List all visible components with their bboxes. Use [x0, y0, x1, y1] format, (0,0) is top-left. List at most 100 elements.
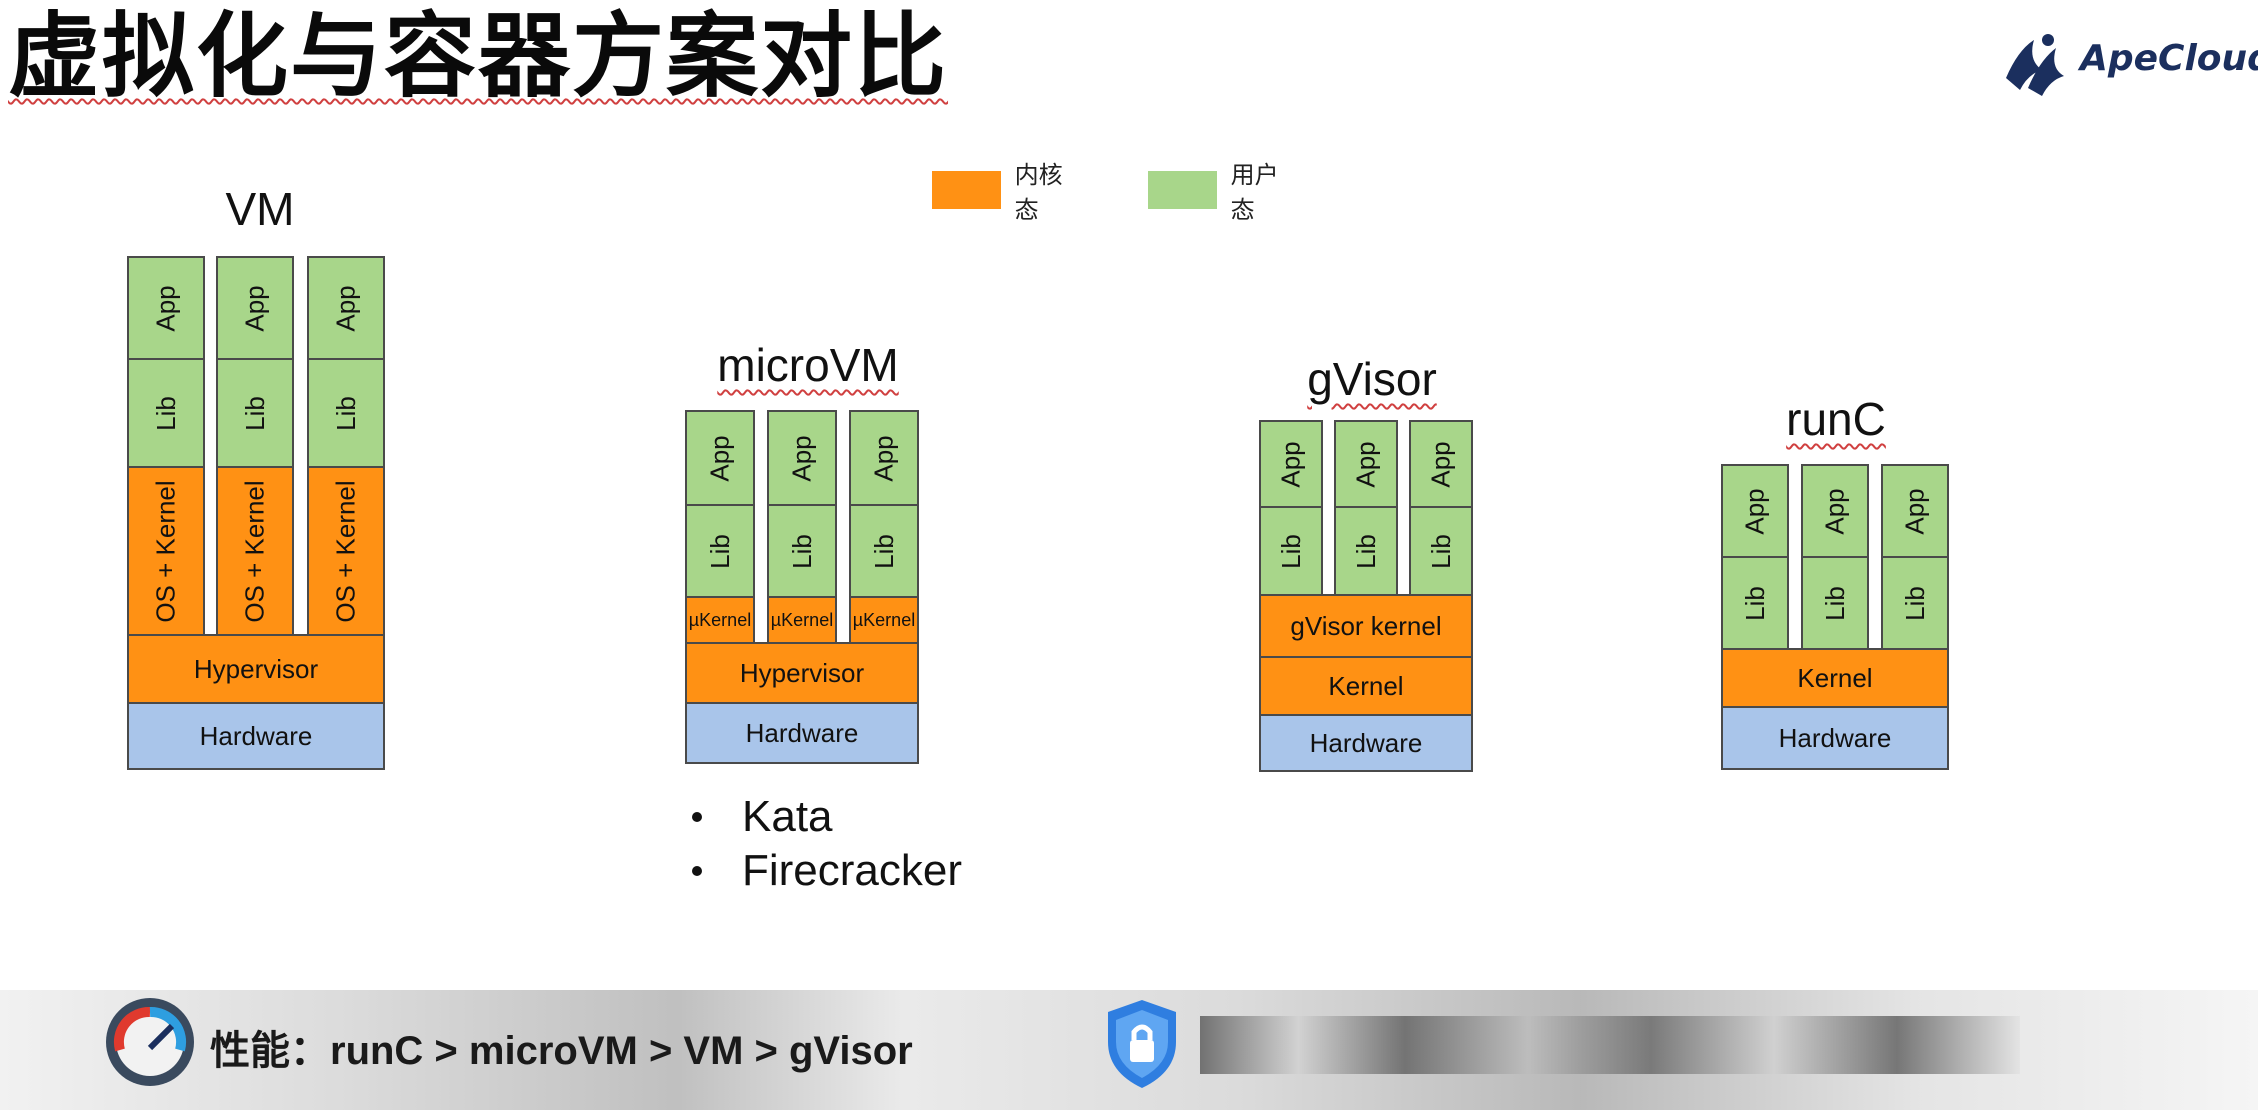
microvm-lib-1-label: Lib [704, 533, 735, 569]
bullet-icon [692, 866, 702, 876]
vm-lib-2-label: Lib [239, 395, 270, 431]
gvisor-app-3: App [1409, 420, 1473, 508]
vm-app-3-label: App [330, 284, 361, 332]
runc-hardware: Hardware [1721, 706, 1949, 770]
microvm-app-2: App [767, 410, 837, 506]
microvm-ukernel-2: µKernel [767, 596, 837, 644]
gvisor-title: gVisor [1307, 353, 1437, 405]
microvm-ukernel-3: µKernel [849, 596, 919, 644]
legend-item-user-mode: 用户态 [1148, 161, 1282, 224]
microvm-example-kata: Kata [742, 792, 833, 841]
runc-title: runC [1786, 393, 1886, 445]
gvisor-app-1-label: App [1275, 440, 1306, 488]
apecloud-logo-icon [2006, 34, 2064, 96]
vm-app-1-label: App [150, 284, 181, 332]
runc-kernel: Kernel [1721, 648, 1949, 708]
vm-app-2: App [216, 256, 294, 360]
gvisor-lib-3: Lib [1409, 506, 1473, 596]
vm-guest-kernel-1: OS + Kernel [127, 466, 205, 636]
legend-label-user-mode: 用户态 [1230, 161, 1279, 224]
vm-hypervisor-label: Hypervisor [193, 653, 319, 684]
microvm-app-3: App [849, 410, 919, 506]
vm-hypervisor: Hypervisor [127, 634, 385, 704]
legend-swatch-user-mode [1148, 171, 1217, 209]
microvm-ukernel-1-label: µKernel [688, 609, 752, 630]
microvm-lib-2: Lib [767, 504, 837, 598]
runc-kernel-label: Kernel [1797, 662, 1873, 693]
microvm-hypervisor: Hypervisor [685, 642, 919, 704]
runc-lib-3-label: Lib [1899, 585, 1930, 621]
speedometer-gear-icon [106, 998, 194, 1086]
performance-comparison: 性能：runC > microVM > VM > gVisor [210, 1029, 913, 1073]
gvisor-lib-1-label: Lib [1275, 533, 1306, 569]
runc-lib-1: Lib [1721, 556, 1789, 650]
gvisor-sentry-kernel: gVisor kernel [1259, 594, 1473, 658]
microvm-ukernel-2-label: µKernel [770, 609, 834, 630]
runc-app-1: App [1721, 464, 1789, 558]
vm-guest-kernel-2: OS + Kernel [216, 466, 294, 636]
legend-swatch-kernel-mode [932, 171, 1001, 209]
vm-lib-2: Lib [216, 358, 294, 468]
bullet-icon [692, 812, 702, 822]
vm-lib-1: Lib [127, 358, 205, 468]
vm-lib-1-label: Lib [150, 395, 181, 431]
runc-app-2-label: App [1819, 487, 1850, 535]
gvisor-host-kernel-label: Kernel [1328, 670, 1404, 701]
microvm-example-firecracker: Firecracker [742, 846, 963, 895]
microvm-examples-list: Kata Firecracker [692, 790, 962, 898]
gvisor-app-2: App [1334, 420, 1398, 508]
runc-lib-2-label: Lib [1819, 585, 1850, 621]
vm-guest-kernel-2-label: OS + Kernel [239, 479, 270, 623]
runc-hardware-label: Hardware [1778, 722, 1892, 753]
gvisor-lib-1: Lib [1259, 506, 1323, 596]
runc-lib-1-label: Lib [1739, 585, 1770, 621]
microvm-app-3-label: App [868, 434, 899, 482]
shield-lock-icon [1108, 1000, 1176, 1088]
apecloud-logo-text: ApeCloud [2080, 38, 2258, 79]
list-item: Firecracker [692, 844, 962, 898]
vm-guest-kernel-3: OS + Kernel [307, 466, 385, 636]
microvm-title: microVM [717, 339, 899, 391]
microvm-hypervisor-label: Hypervisor [739, 657, 865, 688]
vm-lib-3: Lib [307, 358, 385, 468]
microvm-lib-3: Lib [849, 504, 919, 598]
microvm-hardware: Hardware [685, 702, 919, 764]
gvisor-app-2-label: App [1350, 440, 1381, 488]
microvm-app-1-label: App [704, 434, 735, 482]
vm-hardware-label: Hardware [199, 720, 313, 751]
microvm-lib-2-label: Lib [786, 533, 817, 569]
microvm-hardware-label: Hardware [745, 717, 859, 748]
vm-guest-kernel-3-label: OS + Kernel [330, 479, 361, 623]
gvisor-lib-3-label: Lib [1425, 533, 1456, 569]
runc-app-1-label: App [1739, 487, 1770, 535]
microvm-ukernel-3-label: µKernel [852, 609, 916, 630]
runc-lib-2: Lib [1801, 556, 1869, 650]
runc-app-2: App [1801, 464, 1869, 558]
runc-app-3: App [1881, 464, 1949, 558]
vm-title: VM [225, 183, 295, 235]
runc-app-3-label: App [1899, 487, 1930, 535]
vm-hardware: Hardware [127, 702, 385, 770]
gvisor-lib-2: Lib [1334, 506, 1398, 596]
apecloud-logo: ApeCloud [1998, 26, 2258, 106]
page-title: 虚拟化与容器方案对比 [8, 3, 949, 110]
gvisor-host-kernel: Kernel [1259, 656, 1473, 716]
legend-label-kernel-mode: 内核态 [1014, 161, 1063, 224]
security-comparison-blurred [1200, 1016, 2020, 1074]
gvisor-hardware-label: Hardware [1309, 727, 1423, 758]
gvisor-app-1: App [1259, 420, 1323, 508]
gvisor-sentry-kernel-label: gVisor kernel [1290, 610, 1442, 641]
runc-lib-3: Lib [1881, 556, 1949, 650]
microvm-app-1: App [685, 410, 755, 506]
vm-app-3: App [307, 256, 385, 360]
gvisor-lib-2-label: Lib [1350, 533, 1381, 569]
microvm-lib-3-label: Lib [868, 533, 899, 569]
microvm-app-2-label: App [786, 434, 817, 482]
microvm-ukernel-1: µKernel [685, 596, 755, 644]
vm-guest-kernel-1-label: OS + Kernel [150, 479, 181, 623]
list-item: Kata [692, 790, 962, 844]
vm-app-1: App [127, 256, 205, 360]
vm-lib-3-label: Lib [330, 395, 361, 431]
gvisor-hardware: Hardware [1259, 714, 1473, 772]
microvm-lib-1: Lib [685, 504, 755, 598]
